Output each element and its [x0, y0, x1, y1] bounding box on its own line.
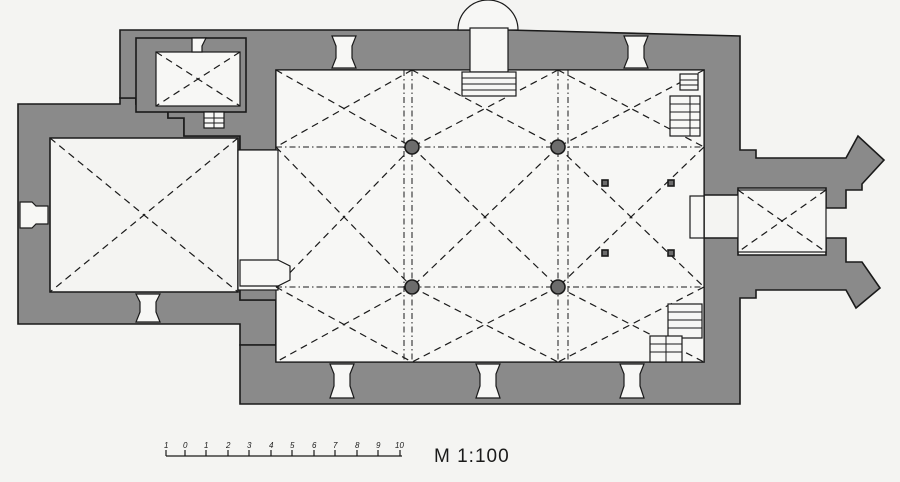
gallery-post	[601, 179, 609, 187]
nave-diag-4	[411, 69, 559, 148]
scale-tick-label: 6	[312, 441, 317, 450]
window-opening	[329, 363, 355, 399]
scale-tick-label: 5	[290, 441, 295, 450]
nave-diag-10	[411, 146, 559, 288]
nave-diag-16	[411, 286, 559, 363]
north-steps	[461, 71, 517, 97]
window-opening	[19, 201, 49, 229]
porch-vault-diag-2	[737, 189, 827, 253]
north-apse-gap	[469, 27, 509, 73]
scale-tick-label: 2	[225, 441, 231, 450]
nave-column	[550, 139, 566, 155]
scale-tick-label: 1	[164, 441, 168, 450]
tower-stair	[203, 111, 225, 129]
scale-tick-label: 10	[395, 441, 404, 450]
chapel-vault-diag-2	[49, 137, 239, 293]
north-apse	[457, 0, 519, 31]
scale-tick-label: 8	[355, 441, 360, 450]
nave-diag-2	[275, 69, 413, 148]
tower-vault-diag-2	[155, 51, 241, 107]
gallery-post	[667, 249, 675, 257]
se-staircase	[649, 303, 703, 363]
scale-bar: 1 0 1 2 3 4 5 6 7 8 9 10	[164, 441, 404, 457]
nave-diag-3	[411, 69, 559, 148]
gallery-post	[667, 179, 675, 187]
ne-staircase	[669, 73, 701, 137]
nave-floor	[275, 69, 705, 363]
scale-tick-label: 7	[333, 441, 338, 450]
window-opening	[135, 293, 161, 323]
window-opening	[191, 37, 207, 53]
scale-tick-label: 9	[376, 441, 381, 450]
gallery-post	[601, 249, 609, 257]
scale-tick-label: 1	[204, 441, 208, 450]
east-doorway	[689, 195, 705, 239]
font-niche	[239, 259, 291, 287]
nave-diag-8	[275, 146, 413, 288]
scale-tick-label: 4	[269, 441, 274, 450]
nave-column	[404, 139, 420, 155]
nave-diag-18	[557, 286, 705, 363]
scale-tick-label: 3	[247, 441, 252, 450]
window-opening	[331, 35, 357, 69]
nave-column	[550, 279, 566, 295]
nave-diag-12	[557, 146, 705, 288]
nave-diag-15	[411, 286, 559, 363]
nave-diag-14	[275, 286, 413, 363]
window-opening	[475, 363, 501, 399]
scale-tick-label: 0	[183, 441, 188, 450]
nave-column	[404, 279, 420, 295]
window-opening	[619, 363, 645, 399]
scale-ratio-label: M 1:100	[434, 446, 510, 467]
window-opening	[623, 35, 649, 69]
